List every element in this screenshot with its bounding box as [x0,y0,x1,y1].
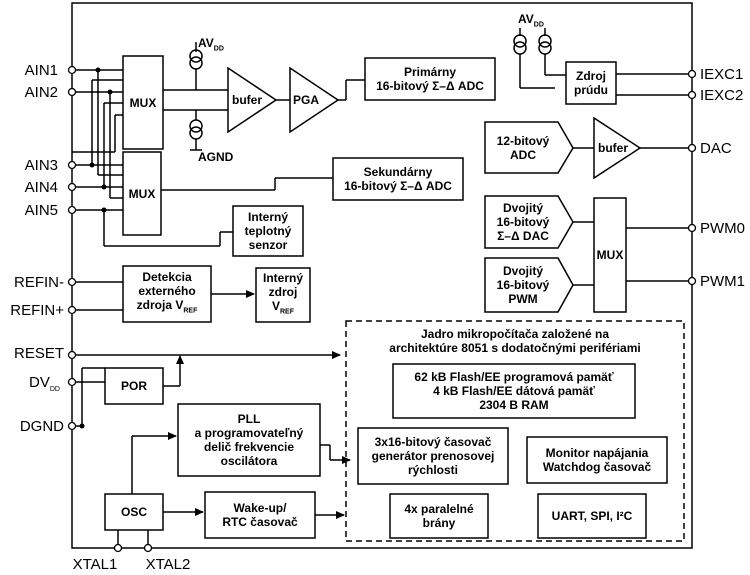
pin-refin-minus-label: REFIN- [14,274,64,291]
chip-outline [71,2,693,549]
agnd-label: AGND [198,150,234,164]
avdd-label: AVDD [198,36,224,53]
osc: OSC [120,505,147,519]
pin-ain2-label: AIN2 [24,84,58,101]
pin-dgnd-label: DGND [19,418,64,435]
mux-top: MUX [129,95,157,110]
pin-ain3-label: AIN3 [24,157,58,174]
pin-ain4-label: AIN4 [24,179,58,196]
pga-label: PGA [292,93,319,107]
pin-pwm1-label: PWM1 [700,273,745,290]
pin-ain1-label: AIN1 [24,62,58,79]
pin-dac-label: DAC [700,140,732,157]
pin-pwm0-label: PWM0 [700,220,745,237]
serial-block: UART, SPI, I²C [551,509,633,523]
pin-reset-label: RESET [13,345,64,362]
pin-iexc2-label: IEXC2 [700,87,744,104]
wakeup-rtc: Wake-up/RTC časovač [222,501,298,529]
avdd2-label: AVDD [518,12,544,29]
mux-bottom: MUX [128,186,156,201]
pin-refin-plus-label: REFIN+ [10,302,64,319]
pin-xtal2-label: XTAL2 [145,556,191,573]
por: POR [120,379,147,393]
pin-dvdd-label: DVDD [29,374,60,393]
dac-buffer-label: bufer [598,141,628,155]
core-region [345,320,685,542]
pin-iexc1-label: IEXC1 [700,66,744,83]
pin-xtal1-label: XTAL1 [72,556,118,573]
pin-ain5-label: AIN5 [24,202,58,219]
buffer-label: bufer [232,93,262,107]
mux-right: MUX [596,248,624,262]
